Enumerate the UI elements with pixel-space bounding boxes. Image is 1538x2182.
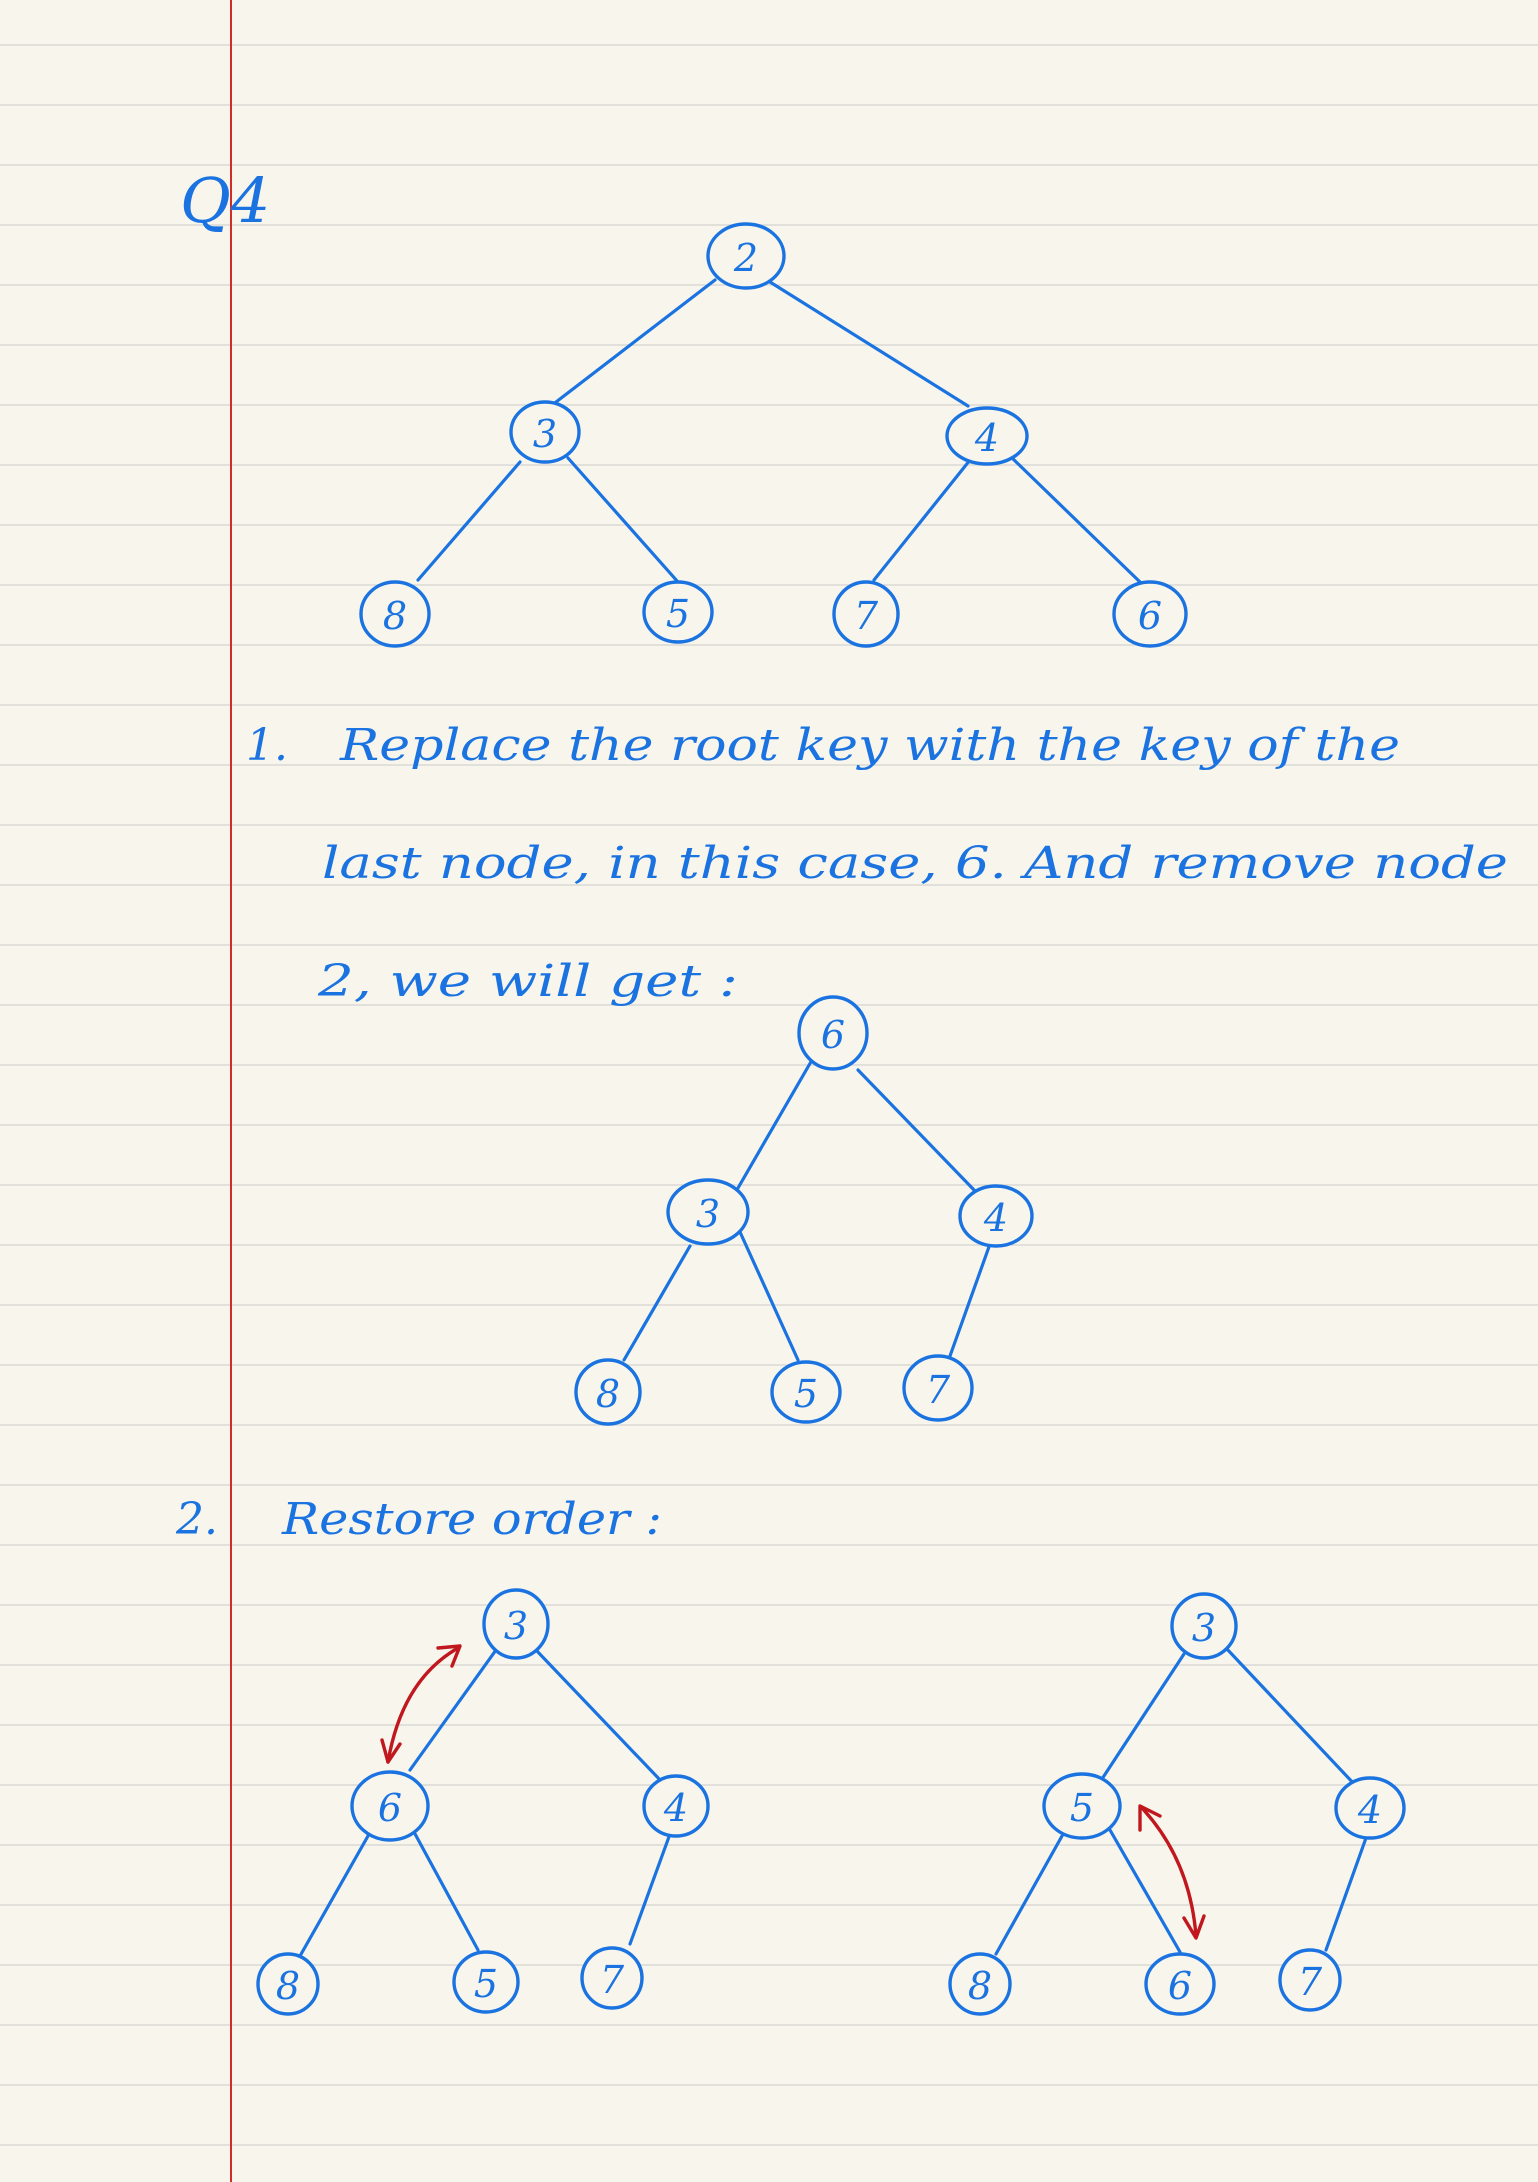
tree-node: 4 <box>945 406 1029 466</box>
tree-node: 4 <box>958 1184 1034 1248</box>
replaced-root-tree: 6 3 4 8 5 7 <box>574 995 1034 1426</box>
tree-edge <box>534 1648 664 1784</box>
tree-node: 6 <box>1112 580 1188 648</box>
step-2-number: 2. <box>175 1494 218 1545</box>
swap-arrow <box>386 1646 460 1764</box>
tree-edge <box>408 1648 498 1772</box>
swap-arrow-head <box>1182 1914 1206 1940</box>
svg-text:8: 8 <box>596 1372 620 1416</box>
tree-edge <box>1324 1836 1368 1952</box>
svg-text:5: 5 <box>474 1962 498 2006</box>
swap-arrow-head <box>380 1738 402 1764</box>
svg-text:7: 7 <box>854 594 879 638</box>
tree-node: 2 <box>706 222 786 290</box>
svg-text:6: 6 <box>1168 1964 1192 2008</box>
tree-edge <box>566 456 680 584</box>
svg-text:3: 3 <box>533 412 557 456</box>
tree-edge <box>298 1834 370 1958</box>
tree-node: 3 <box>666 1178 750 1246</box>
svg-text:4: 4 <box>663 1786 688 1830</box>
tree-node: 7 <box>832 580 900 648</box>
tree-node: 5 <box>770 1360 842 1424</box>
svg-text:8: 8 <box>383 594 407 638</box>
svg-text:2: 2 <box>733 236 758 280</box>
step-1-number: 1. <box>246 720 288 771</box>
tree-node: 7 <box>580 1946 644 2010</box>
tree-edge <box>948 1242 992 1358</box>
tree-node: 6 <box>350 1770 430 1842</box>
tree-node: 4 <box>1334 1776 1406 1840</box>
tree-node: 5 <box>1042 1772 1122 1840</box>
tree-edge <box>994 1834 1064 1956</box>
tree-edge <box>1098 1652 1186 1784</box>
tree-node: 5 <box>452 1950 520 2014</box>
svg-text:8: 8 <box>276 1964 300 2008</box>
tree-node: 3 <box>1170 1592 1238 1660</box>
tree-node: 7 <box>902 1354 974 1422</box>
tree-node: 8 <box>574 1358 642 1426</box>
swap-arrow-head <box>436 1644 462 1668</box>
step-1-line-2: last node, in this case, 6. And remove n… <box>322 838 1508 889</box>
svg-text:4: 4 <box>1357 1788 1382 1832</box>
svg-text:4: 4 <box>974 416 999 460</box>
svg-text:6: 6 <box>821 1013 845 1057</box>
svg-text:6: 6 <box>378 1786 402 1830</box>
tree-edge <box>541 278 717 414</box>
step-2-text: Restore order : <box>281 1494 662 1545</box>
tree-node: 6 <box>797 995 869 1071</box>
tree-edge <box>768 280 970 408</box>
swap-arrow <box>1140 1806 1198 1938</box>
tree-edge <box>412 1830 480 1952</box>
svg-text:4: 4 <box>983 1196 1008 1240</box>
tree-edge <box>872 458 972 582</box>
svg-text:3: 3 <box>504 1604 528 1648</box>
svg-text:7: 7 <box>1298 1960 1323 2004</box>
tree-edge <box>416 460 522 582</box>
tree-node: 8 <box>256 1952 320 2016</box>
step-1-line-3: 2, we will get : <box>317 956 738 1007</box>
step-1-line-1: Replace the root key with the key of the <box>339 720 1400 771</box>
svg-text:5: 5 <box>794 1372 818 1416</box>
svg-text:3: 3 <box>696 1192 720 1236</box>
svg-text:3: 3 <box>1192 1606 1216 1650</box>
tree-node: 3 <box>482 1588 550 1660</box>
svg-text:5: 5 <box>666 592 690 636</box>
tree-node: 6 <box>1144 1952 1216 2016</box>
initial-heap-tree: 2 3 4 8 5 7 6 <box>359 222 1188 648</box>
tree-edge <box>622 1244 692 1362</box>
svg-text:5: 5 <box>1070 1786 1094 1830</box>
tree-node: 7 <box>1278 1948 1342 2012</box>
svg-text:6: 6 <box>1138 594 1162 638</box>
svg-text:7: 7 <box>600 1958 625 2002</box>
tree-node: 4 <box>642 1774 710 1838</box>
svg-text:7: 7 <box>926 1368 951 1412</box>
tree-node: 8 <box>948 1952 1012 2016</box>
svg-text:8: 8 <box>968 1964 992 2008</box>
swap-arrow-head <box>1138 1804 1162 1832</box>
tree-edge <box>628 1832 672 1946</box>
second-swap-tree: 3 5 4 8 6 7 <box>948 1592 1406 2016</box>
ruled-lines <box>0 44 1538 2146</box>
tree-node: 5 <box>642 580 714 644</box>
tree-node: 8 <box>359 580 431 648</box>
tree-edge <box>738 1230 800 1362</box>
tree-edge <box>856 1068 978 1194</box>
tree-edge <box>1108 1828 1182 1954</box>
tree-edge <box>1224 1646 1358 1788</box>
tree-node: 3 <box>509 400 581 464</box>
question-heading: Q4 <box>180 164 270 237</box>
tree-edge <box>1008 454 1142 584</box>
tree-edge <box>736 1058 814 1190</box>
first-swap-tree: 3 6 4 8 5 7 <box>256 1588 710 2016</box>
